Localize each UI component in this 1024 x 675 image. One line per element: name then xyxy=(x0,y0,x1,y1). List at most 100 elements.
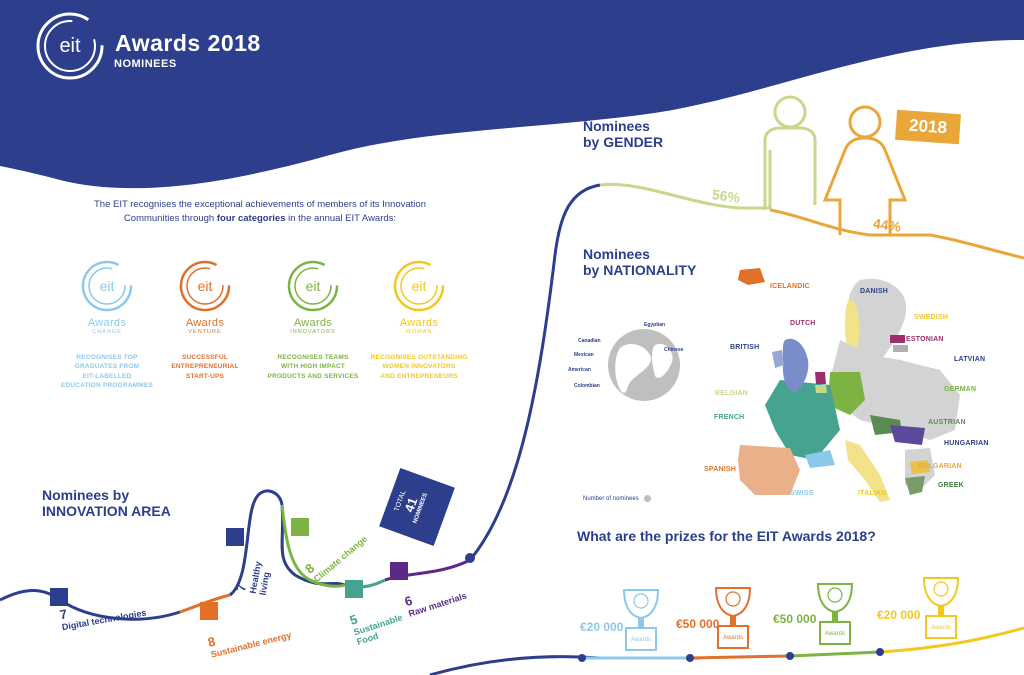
world-label-mexican: Mexican xyxy=(574,352,594,358)
nationality-title-line2: by NATIONALITY xyxy=(583,262,697,279)
innovation-section-title: Nominees by INNOVATION AREA xyxy=(42,487,171,519)
legend-dot-icon xyxy=(644,495,652,502)
nationality-title-line1: Nominees xyxy=(583,246,650,262)
svg-text:eit: eit xyxy=(59,35,81,57)
svg-text:Awards: Awards xyxy=(631,637,651,643)
category-desc-line: START-UPS xyxy=(185,372,225,380)
world-label-american: American xyxy=(568,367,591,373)
year-badge: 2018 xyxy=(895,109,961,145)
category-innovators: eit Awards INNOVATORS RECOGNISES TEAMS WI… xyxy=(258,258,368,381)
intro-text: The EIT recognises the exceptional achie… xyxy=(60,198,460,227)
svg-text:eit: eit xyxy=(412,278,427,294)
intro-highlight: four categories xyxy=(216,213,286,225)
nominees-legend: Number of nominees xyxy=(583,495,652,503)
nationality-label-spanish: SPANISH xyxy=(704,466,736,473)
category-desc-line: ENTREPRENEURIAL xyxy=(171,363,239,371)
category-name: CHANGE xyxy=(92,329,122,335)
category-desc-line: RECOGNISES OUTSTANDING xyxy=(370,354,468,361)
category-name: INNOVATORS xyxy=(290,329,336,335)
svg-text:Awards: Awards xyxy=(723,635,743,641)
nationality-label-greek: GREEK xyxy=(938,482,964,489)
category-awards-text: Awards xyxy=(185,317,225,329)
nationality-label-belgian: BELGIAN xyxy=(715,390,748,397)
nationality-label-british: BRITISH xyxy=(730,344,760,351)
trophy-icon: Awards xyxy=(710,584,756,657)
category-desc-line: GRADUATES FROM xyxy=(74,363,140,371)
eit-logo-icon: eit xyxy=(36,12,104,80)
intro-line-2-post: in the annual EIT Awards: xyxy=(285,213,397,225)
area-healthy-living: 7 Healthy living xyxy=(233,558,273,596)
digital-technologies-icon xyxy=(50,588,68,606)
intro-line-1: The EIT recognises the exceptional achie… xyxy=(94,199,426,210)
nationality-label-estonian: ESTONIAN xyxy=(906,336,944,343)
female-figure xyxy=(822,105,908,235)
prize-amount: €20 000 xyxy=(580,620,624,634)
world-label-chinese: Chinese xyxy=(664,347,684,353)
prizes-title: What are the prizes for the EIT Awards 2… xyxy=(577,528,876,544)
category-desc-line: SUCCESSFUL xyxy=(181,354,229,361)
world-label-canadian: Canadian xyxy=(578,338,601,344)
svg-text:eit: eit xyxy=(198,278,213,294)
eit-awards-ring-icon: eit xyxy=(287,260,339,312)
innovation-title-line2: INNOVATION AREA xyxy=(42,503,171,520)
eit-awards-ring-icon: eit xyxy=(393,260,445,312)
nationality-label-latvian: LATVIAN xyxy=(954,356,986,363)
gender-section-title: Nominees by GENDER xyxy=(583,118,663,150)
eit-awards-ring-icon: eit xyxy=(81,260,133,312)
intro-line-2-pre: Communities through xyxy=(123,213,217,225)
prize-amount: €50 000 xyxy=(676,617,720,631)
nationality-label-bulgarian: BULGARIAN xyxy=(918,463,962,470)
page-title: Awards 2018 xyxy=(115,30,261,56)
svg-text:Awards: Awards xyxy=(931,625,951,631)
climate-change-icon xyxy=(291,518,309,536)
category-venture: eit Awards VENTURE SUCCESSFUL ENTREPRENEU… xyxy=(150,258,260,381)
gender-title-line1: Nominees xyxy=(583,118,650,134)
raw-materials-icon xyxy=(390,562,408,580)
nationality-section-title: Nominees by NATIONALITY xyxy=(583,246,696,278)
category-desc-line: EIT-LABELLED xyxy=(82,372,132,380)
nationality-label-swiss: SWISS xyxy=(790,490,814,497)
europe-map xyxy=(738,268,960,502)
nationality-label-dutch: DUTCH xyxy=(790,320,816,327)
category-name: WOMAN xyxy=(405,329,433,335)
svg-text:Awards: Awards xyxy=(825,631,845,637)
category-desc-line: WOMEN INNOVATORS xyxy=(382,363,456,371)
category-desc-line: PRODUCTS AND SERVICES xyxy=(267,372,359,380)
sustainable-food-icon xyxy=(345,580,363,598)
sustainable-energy-icon xyxy=(200,602,218,620)
prize-amount: €20 000 xyxy=(877,608,921,622)
healthy-living-icon xyxy=(226,528,244,546)
nationality-label-icelandic: ICELANDIC xyxy=(770,283,810,290)
nationality-label-danish: DANISH xyxy=(860,288,889,295)
category-desc-line: RECOGNISES TEAMS xyxy=(277,354,349,361)
category-awards-text: Awards xyxy=(87,317,127,329)
category-desc-line: AND ENTREPRENEURS xyxy=(380,372,458,380)
trophy-icon: Awards xyxy=(812,580,858,653)
gender-title-line2: by GENDER xyxy=(583,134,664,151)
category-desc-line: EDUCATION PROGRAMMES xyxy=(61,382,153,390)
svg-text:eit: eit xyxy=(306,278,321,294)
category-awards-text: Awards xyxy=(293,317,333,329)
legend-text: Number of nominees xyxy=(583,496,639,503)
category-desc-line: WITH HIGH IMPACT xyxy=(280,363,346,371)
svg-text:eit: eit xyxy=(100,278,115,294)
category-name: VENTURE xyxy=(188,329,222,335)
trophy-icon: Awards xyxy=(618,586,664,659)
eit-awards-ring-icon: eit xyxy=(179,260,231,312)
page-subtitle: NOMINEES xyxy=(114,58,177,70)
innovation-title-line1: Nominees by xyxy=(42,487,130,503)
prize-amount: €50 000 xyxy=(773,612,817,626)
world-label-egyptian: Egyptian xyxy=(644,322,666,328)
nationality-label-german: GERMAN xyxy=(944,386,977,393)
nationality-label-swedish: SWEDISH xyxy=(914,314,949,321)
male-figure xyxy=(763,95,817,210)
nationality-label-austrian: AUSTRIAN xyxy=(928,419,966,426)
world-label-colombian: Colombian xyxy=(574,383,600,389)
